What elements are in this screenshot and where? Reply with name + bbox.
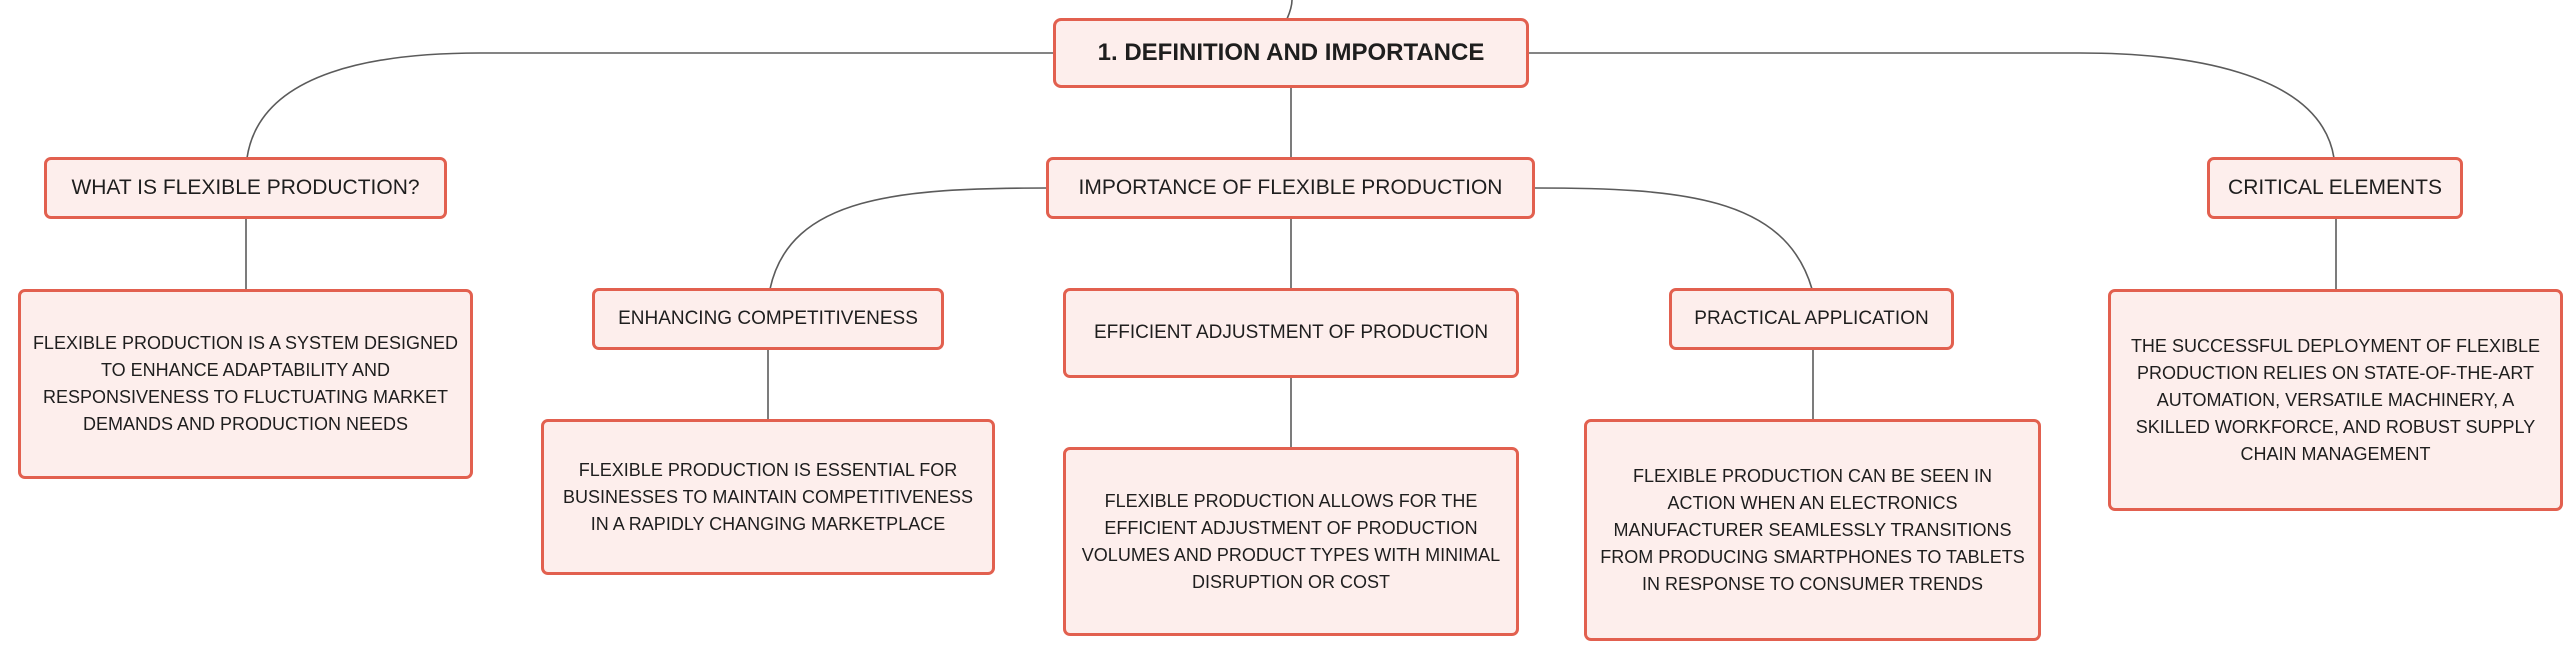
detail-text: THE SUCCESSFUL DEPLOYMENT OF FLEXIBLE PR…	[2130, 335, 2541, 464]
topic-label: CRITICAL ELEMENTS	[2228, 176, 2442, 199]
subtopic-label: EFFICIENT ADJUSTMENT OF PRODUCTION	[1093, 322, 1489, 343]
topic-label: IMPORTANCE OF FLEXIBLE PRODUCTION	[1078, 176, 1503, 199]
subtopic-enhancing-competitiveness[interactable]: ENHANCING COMPETITIVENESS	[592, 288, 944, 350]
detail-text: FLEXIBLE PRODUCTION CAN BE SEEN IN ACTIO…	[1600, 465, 2025, 594]
detail-text: FLEXIBLE PRODUCTION ALLOWS FOR THE EFFIC…	[1081, 490, 1501, 592]
detail-text: FLEXIBLE PRODUCTION IS ESSENTIAL FOR BUS…	[562, 459, 974, 534]
topic-importance-of-flexible-production[interactable]: IMPORTANCE OF FLEXIBLE PRODUCTION	[1046, 157, 1535, 219]
detail-text: FLEXIBLE PRODUCTION IS A SYSTEM DESIGNED…	[32, 333, 459, 434]
connector-root-critical	[1528, 52, 2335, 159]
subtopic-label: PRACTICAL APPLICATION	[1694, 308, 1929, 329]
topic-label: WHAT IS FLEXIBLE PRODUCTION?	[71, 176, 420, 199]
connector-importance-competitiveness	[769, 187, 1049, 290]
subtopic-practical-application[interactable]: PRACTICAL APPLICATION	[1669, 288, 1954, 350]
subtopic-efficient-adjustment[interactable]: EFFICIENT ADJUSTMENT OF PRODUCTION	[1063, 288, 1519, 378]
topic-critical-elements[interactable]: CRITICAL ELEMENTS	[2207, 157, 2463, 219]
detail-practical-application[interactable]: FLEXIBLE PRODUCTION CAN BE SEEN IN ACTIO…	[1584, 419, 2041, 641]
detail-critical-elements[interactable]: THE SUCCESSFUL DEPLOYMENT OF FLEXIBLE PR…	[2108, 289, 2563, 511]
detail-what-is-flexible-production[interactable]: FLEXIBLE PRODUCTION IS A SYSTEM DESIGNED…	[18, 289, 473, 479]
connector-root-what-is	[246, 52, 1055, 159]
detail-enhancing-competitiveness[interactable]: FLEXIBLE PRODUCTION IS ESSENTIAL FOR BUS…	[541, 419, 995, 575]
root-node[interactable]: 1. DEFINITION AND IMPORTANCE	[1053, 18, 1529, 88]
connector-root-parent	[1286, 0, 1293, 20]
detail-efficient-adjustment[interactable]: FLEXIBLE PRODUCTION ALLOWS FOR THE EFFIC…	[1063, 447, 1519, 636]
root-label: 1. DEFINITION AND IMPORTANCE	[1097, 39, 1485, 66]
connector-importance-practical	[1533, 187, 1813, 290]
topic-what-is-flexible-production[interactable]: WHAT IS FLEXIBLE PRODUCTION?	[44, 157, 447, 219]
subtopic-label: ENHANCING COMPETITIVENESS	[618, 308, 918, 329]
